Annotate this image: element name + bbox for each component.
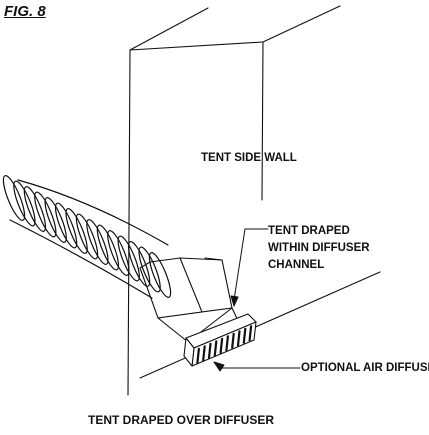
tent-side-wall-label: TENT SIDE WALL xyxy=(201,152,297,164)
tent-draped-line-1: TENT DRAPED xyxy=(268,225,350,237)
duct-ring xyxy=(23,186,47,232)
leader-lines xyxy=(213,228,301,372)
diffuser-slot xyxy=(202,345,206,362)
duct-outline-top xyxy=(17,179,169,246)
diffuser-slot xyxy=(225,335,229,352)
duct-ring xyxy=(75,213,99,260)
optional-air-diffuser xyxy=(183,313,257,367)
diffuser-slot xyxy=(236,330,241,347)
optional-air-diffuser-label: OPTIONAL AIR DIFFUSER xyxy=(301,362,429,374)
duct-ring xyxy=(127,241,151,287)
duct-ring xyxy=(65,208,88,254)
diffuser-slot xyxy=(219,337,224,354)
duct-ring xyxy=(54,202,78,249)
duct-ring xyxy=(34,191,57,238)
duct-ring xyxy=(107,230,130,276)
duct-ring xyxy=(13,180,36,227)
diffuser-slot xyxy=(248,325,253,342)
duct-ring xyxy=(138,246,161,293)
figure-title: FIG. 8 xyxy=(4,3,46,20)
tent-draped-label: TENT DRAPED WITHIN DIFFUSER CHANNEL xyxy=(268,223,370,274)
diffuser-slot xyxy=(231,332,235,349)
duct-ring xyxy=(148,252,172,298)
diffuser-slot xyxy=(196,347,200,364)
duct-ring xyxy=(86,219,109,265)
duct-ring xyxy=(96,224,120,271)
duct-ring xyxy=(44,197,67,243)
diffuser-slot xyxy=(213,340,218,357)
diffuser-slot xyxy=(242,327,247,344)
duct-ring xyxy=(2,175,26,221)
duct-ring xyxy=(117,235,140,282)
diffuser-slot xyxy=(207,342,212,359)
tent-side-wall xyxy=(127,5,381,396)
flexible-duct xyxy=(2,175,172,299)
tent-draped-line-2: WITHIN DIFFUSER xyxy=(268,242,370,254)
figure-caption: TENT DRAPED OVER DIFFUSER xyxy=(88,413,275,427)
duct-outline-bottom xyxy=(9,219,153,299)
tent-draped-line-3: CHANNEL xyxy=(268,259,325,271)
